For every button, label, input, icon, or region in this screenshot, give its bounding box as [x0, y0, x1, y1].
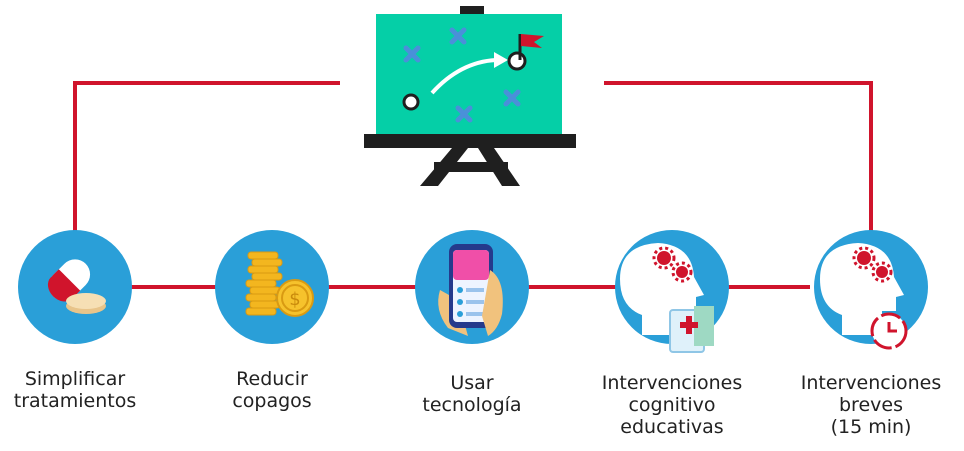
head-gears-clock-icon: [820, 243, 908, 350]
gear-icon: [657, 251, 671, 265]
gear-icon: [676, 266, 688, 278]
gear-icon: [876, 266, 888, 278]
left-branch-line: [73, 81, 340, 240]
play-arrow-icon: [430, 58, 497, 95]
head-gears-document-icon: [620, 243, 714, 353]
goal-point-icon: [507, 51, 527, 71]
right-branch-line: [604, 81, 873, 240]
coin-stack-icon: $: [245, 251, 314, 317]
x-markers: [403, 27, 521, 123]
strategy-board-icon: [364, 6, 576, 186]
pill-tablet-icon: [47, 259, 106, 314]
step-label-2: Reducir copagos: [232, 368, 312, 412]
step-label-3: Usar tecnología: [422, 372, 522, 416]
svg-text:$: $: [289, 289, 300, 310]
gear-icon: [857, 251, 871, 265]
smartphone-hand-icon: [438, 244, 503, 336]
step-label-4: Intervenciones cognitivo educativas: [601, 372, 743, 438]
step-label-5: Intervenciones breves (15 min): [800, 372, 942, 438]
step-label-1: Simplificar tratamientos: [13, 368, 137, 412]
goal-flag-icon: [521, 34, 544, 48]
start-point-icon: [402, 93, 420, 111]
